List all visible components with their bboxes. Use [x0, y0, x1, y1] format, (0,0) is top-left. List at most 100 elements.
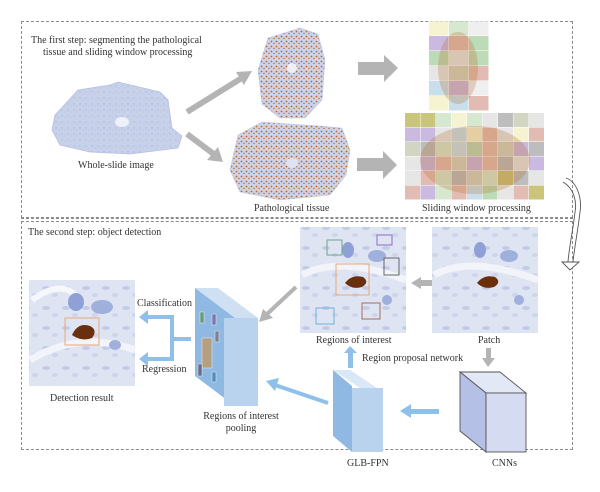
gray-arrow-up [185, 71, 252, 115]
window-cell [498, 113, 513, 127]
window-cell [529, 127, 544, 142]
window-cell [469, 66, 489, 81]
whole-slide-label: Whole-slide image [78, 160, 154, 171]
window-cell [405, 185, 420, 200]
window-cell [529, 171, 544, 185]
window-cell [449, 96, 469, 111]
window-cell [451, 156, 467, 171]
cnns-label: CNNs [492, 458, 518, 469]
window-cell [420, 185, 436, 200]
gray-arrow-right-top [358, 55, 398, 82]
gray-arrow-patch-to-cnn [482, 348, 495, 367]
window-cell [513, 156, 529, 171]
pathological-tissue-label: Pathological tissue [254, 203, 330, 214]
regions-of-interest-label: Regions of interest [316, 335, 392, 346]
window-cell [436, 156, 451, 171]
step2-panel [21, 221, 573, 450]
window-cell [451, 113, 467, 127]
window-cell [469, 96, 489, 111]
gray-arrow-roi-to-pooling [259, 285, 298, 322]
window-cell [482, 156, 498, 171]
window-cell [449, 81, 469, 96]
pathological-hole-bottom [286, 158, 298, 168]
roi-pooling-cube [195, 288, 258, 406]
window-cell [482, 142, 498, 156]
detection-result-image [28, 280, 137, 386]
window-cell [482, 185, 498, 200]
window-cell [467, 142, 482, 156]
window-cell [529, 156, 544, 171]
window-cell [467, 127, 482, 142]
window-cell [529, 142, 544, 156]
whole-slide-tissue [51, 81, 183, 155]
region-proposal-network-label: Region proposal network [362, 353, 464, 364]
pathological-hole-top [287, 63, 297, 73]
window-cell [513, 127, 529, 142]
gray-arrow-right-bottom [357, 151, 397, 179]
window-cell [429, 21, 449, 36]
window-cell [405, 127, 420, 142]
window-cell [529, 185, 544, 200]
window-cell [429, 51, 449, 66]
window-cell [482, 113, 498, 127]
window-cell [467, 113, 482, 127]
step1-title-line1: The first step: segmenting the pathologi… [31, 35, 202, 46]
window-cell [498, 185, 513, 200]
window-cell [429, 36, 449, 51]
window-cell [469, 21, 489, 36]
patch-label: Patch [478, 335, 501, 346]
window-cell [513, 142, 529, 156]
blue-arrow-glb-to-pooling [266, 378, 329, 405]
window-cell [513, 113, 529, 127]
window-cell [405, 113, 420, 127]
window-cell [405, 171, 420, 185]
window-cell [420, 113, 436, 127]
pathological-tissue-top [257, 27, 326, 119]
window-cell [420, 142, 436, 156]
detection-result-label: Detection result [50, 393, 114, 404]
window-cell [513, 171, 529, 185]
window-cell [451, 127, 467, 142]
panel-divider [21, 218, 573, 219]
window-cell [449, 36, 469, 51]
window-cell [436, 171, 451, 185]
window-cell [498, 142, 513, 156]
glb-fpn-label: GLB-FPN [347, 458, 389, 469]
window-cell [482, 127, 498, 142]
window-cell [449, 51, 469, 66]
window-cell [436, 142, 451, 156]
blue-arrow-cnn-to-glb [400, 404, 439, 418]
window-cell [498, 127, 513, 142]
window-cell [498, 156, 513, 171]
window-cell [513, 185, 529, 200]
regression-label: Regression [142, 364, 187, 375]
sliding-window-grid-large [405, 113, 544, 200]
curved-connector-arrow [560, 177, 581, 271]
cnn-cube [458, 371, 528, 453]
window-cell [467, 171, 482, 185]
sliding-window-label: Sliding window processing [422, 203, 531, 214]
blue-bracket-arrows [139, 310, 191, 366]
window-cell [420, 156, 436, 171]
window-cell [529, 113, 544, 127]
window-cell [420, 127, 436, 142]
patch-image [432, 227, 540, 333]
window-cell [429, 81, 449, 96]
sliding-window-grid-small [429, 21, 489, 111]
tissue-overlay [420, 126, 530, 194]
step1-title-line2: tissue and sliding window processing [43, 47, 193, 58]
window-cell [449, 21, 469, 36]
gray-arrow-patch-to-roi [411, 277, 436, 289]
window-cell [451, 171, 467, 185]
blue-arrow-glb-to-roi [344, 346, 357, 368]
window-cell [469, 51, 489, 66]
window-cell [405, 142, 420, 156]
window-cell [467, 185, 482, 200]
tissue-overlay [438, 32, 478, 104]
regions-of-interest-image [300, 227, 408, 333]
window-cell [405, 156, 420, 171]
window-cell [436, 113, 451, 127]
window-cell [451, 142, 467, 156]
window-cell [467, 156, 482, 171]
roi-pooling-label-line2: pooling [225, 423, 257, 434]
